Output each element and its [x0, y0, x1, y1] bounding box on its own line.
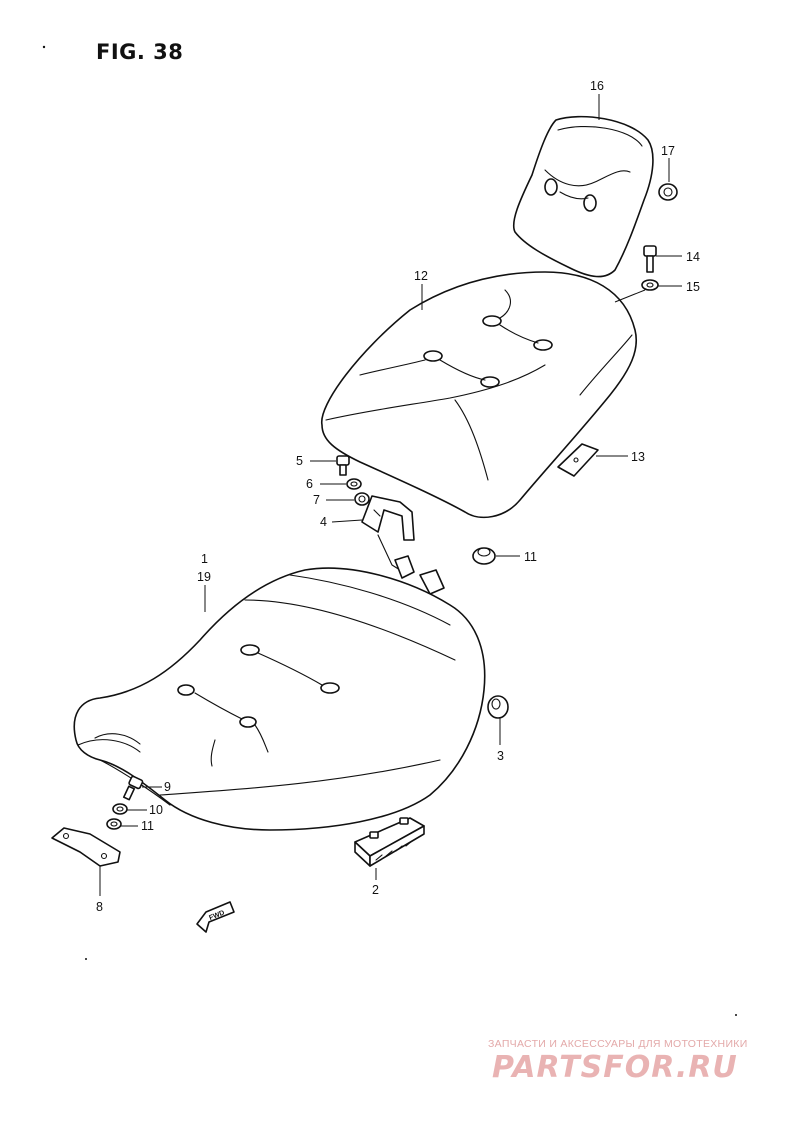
figure-title: FIG. 38	[96, 40, 184, 64]
bolt-5	[336, 455, 350, 476]
callout-19: 19	[197, 570, 211, 584]
callout-6: 6	[306, 477, 313, 491]
callout-7: 7	[313, 493, 320, 507]
callout-9: 9	[164, 780, 171, 794]
spacer-7	[354, 492, 370, 506]
callout-3: 3	[497, 749, 504, 763]
nut-13	[472, 547, 496, 565]
bracket-8	[51, 827, 121, 867]
callout-4: 4	[320, 515, 327, 529]
rear-seat	[321, 271, 637, 519]
callout-10: 10	[149, 803, 163, 817]
scan-specks	[42, 45, 737, 1016]
backrest	[513, 115, 654, 278]
watermark-caption: ЗАПЧАСТИ И АКСЕССУАРЫ ДЛЯ МОТОТЕХНИКИ	[488, 1038, 748, 1050]
bolt-9	[122, 775, 144, 801]
callout-11: 11	[141, 819, 154, 833]
rubber-2	[354, 817, 425, 867]
callout-1: 1	[201, 552, 208, 566]
plate-14	[557, 443, 599, 477]
callout-18: 17	[661, 144, 675, 158]
washer-11	[106, 818, 122, 830]
fwd-arrow-icon: FWD	[196, 901, 235, 933]
front-seat	[73, 567, 486, 831]
grommet-18	[658, 183, 678, 201]
callout-12: 12	[414, 269, 428, 283]
leader-lines	[99, 94, 682, 896]
callout-15: 14	[686, 250, 700, 264]
callout-2: 2	[372, 883, 379, 897]
callout-5: 5	[296, 454, 303, 468]
callout-13: 11	[524, 550, 537, 564]
washer-10	[112, 803, 128, 815]
watermark-brand: PARTSFOR.RU	[492, 1050, 738, 1085]
callout-8: 8	[96, 900, 103, 914]
seat-hooks	[394, 555, 445, 595]
washer-16	[641, 279, 659, 291]
washer-6	[346, 478, 362, 490]
callout-17: 16	[590, 79, 604, 93]
grommet-3	[487, 695, 509, 719]
callout-labels: 16 17 14 15 12 13 5 6 7 4 11 1 19 3 9 10…	[96, 79, 700, 914]
callout-14: 13	[631, 450, 645, 464]
bolt-15	[643, 245, 657, 273]
callout-16: 15	[686, 280, 700, 294]
